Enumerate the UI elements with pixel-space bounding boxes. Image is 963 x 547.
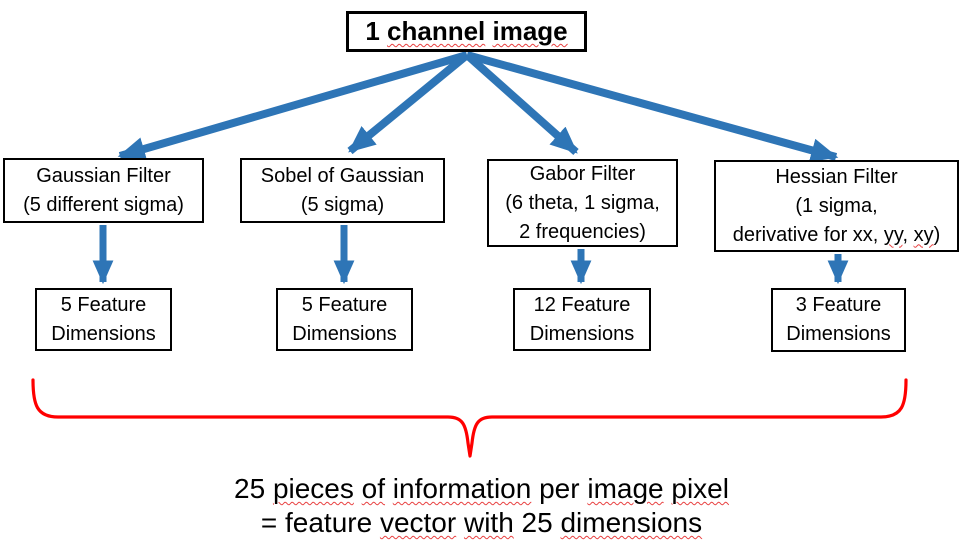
word: Dimensions bbox=[51, 322, 156, 345]
word: (6 theta, 1 sigma, bbox=[505, 191, 660, 214]
word: , bbox=[902, 223, 914, 246]
word: Hessian Filter bbox=[775, 165, 898, 188]
word bbox=[385, 473, 393, 504]
misspelled-word: with bbox=[463, 507, 514, 538]
misspelled-word: yy bbox=[883, 223, 903, 246]
text-line: Gaussian Filter bbox=[36, 162, 171, 191]
misspelled-word: of bbox=[361, 473, 386, 504]
arrow-title-to-hessian bbox=[465, 51, 839, 162]
misspelled-word: pixel bbox=[671, 473, 729, 504]
text-line: Hessian Filter bbox=[775, 163, 897, 192]
word: ) bbox=[933, 223, 941, 246]
misspelled-word: information bbox=[392, 473, 532, 504]
text-line: (1 sigma, bbox=[795, 192, 877, 221]
summary-text: 25 pieces of information per image pixel… bbox=[0, 472, 963, 540]
word: Gabor Filter bbox=[529, 162, 636, 185]
word: Gaussian Filter bbox=[36, 164, 171, 187]
arrow-title-to-sobel bbox=[347, 51, 470, 155]
word bbox=[456, 507, 464, 538]
text-line: Sobel of Gaussian bbox=[261, 162, 424, 191]
text-line: Dimensions bbox=[51, 320, 155, 349]
word: derivative for xx, bbox=[732, 223, 884, 246]
arrow-title-to-gaussian bbox=[117, 51, 469, 161]
word: 5 Feature bbox=[301, 293, 388, 316]
misspelled-word: xy bbox=[913, 223, 934, 246]
summary-line-2: = feature vector with 25 dimensions bbox=[0, 506, 963, 540]
word: (5 different sigma) bbox=[23, 193, 184, 216]
text-line: 12 Feature bbox=[534, 291, 631, 320]
word: (1 sigma, bbox=[795, 194, 878, 217]
text-line: 5 Feature bbox=[61, 291, 147, 320]
text-line: 2 frequencies) bbox=[519, 218, 646, 247]
word: 25 bbox=[234, 473, 273, 504]
text-line: Gabor Filter bbox=[530, 160, 636, 189]
word: 12 Feature bbox=[533, 293, 631, 316]
filter-box-gaussian: Gaussian Filter (5 different sigma) bbox=[3, 158, 204, 223]
text-line: 5 Feature bbox=[302, 291, 388, 320]
filter-box-hessian: Hessian Filter (1 sigma, derivative for xx… bbox=[714, 160, 959, 252]
word: 3 Feature bbox=[795, 294, 882, 316]
word: 1 bbox=[365, 15, 388, 46]
text-line: Dimensions bbox=[786, 320, 890, 349]
word: Sobel of Gaussian bbox=[260, 164, 425, 187]
misspelled-word: vector bbox=[379, 507, 457, 538]
word: (5 sigma) bbox=[300, 193, 385, 216]
misspelled-word: image bbox=[587, 473, 664, 504]
text-line: 3 Feature bbox=[796, 291, 882, 320]
misspelled-word: channel bbox=[387, 15, 486, 46]
title-box: 1 channel image bbox=[346, 11, 587, 52]
text-line: (5 sigma) bbox=[301, 191, 384, 220]
misspelled-word: pieces bbox=[272, 473, 354, 504]
misspelled-word: dimensions bbox=[560, 507, 703, 538]
word: Dimensions bbox=[529, 322, 635, 345]
summary-line-1: 25 pieces of information per image pixel bbox=[0, 472, 963, 506]
word: per bbox=[531, 473, 588, 504]
word: Dimensions bbox=[786, 323, 891, 345]
word: 25 bbox=[513, 507, 561, 538]
word: 5 Feature bbox=[60, 293, 147, 316]
misspelled-word: image bbox=[492, 15, 568, 46]
summary-brace bbox=[31, 378, 908, 458]
filter-box-gabor: Gabor Filter (6 theta, 1 sigma, 2 frequenc… bbox=[487, 159, 678, 247]
arrow-title-to-gabor bbox=[464, 52, 579, 155]
title-text: 1 channel image bbox=[365, 16, 567, 47]
word bbox=[354, 473, 362, 504]
filter-box-sobel: Sobel of Gaussian (5 sigma) bbox=[240, 158, 445, 223]
text-line: Dimensions bbox=[292, 320, 396, 349]
word bbox=[485, 16, 492, 46]
word: 2 frequencies) bbox=[519, 220, 646, 243]
text-line: derivative for xx, yy, xy) bbox=[733, 221, 940, 250]
text-line: Dimensions bbox=[530, 320, 634, 349]
text-line: (6 theta, 1 sigma, bbox=[505, 189, 660, 218]
text-line: (5 different sigma) bbox=[23, 191, 184, 220]
word: Dimensions bbox=[292, 322, 397, 345]
word: = feature bbox=[260, 507, 380, 538]
